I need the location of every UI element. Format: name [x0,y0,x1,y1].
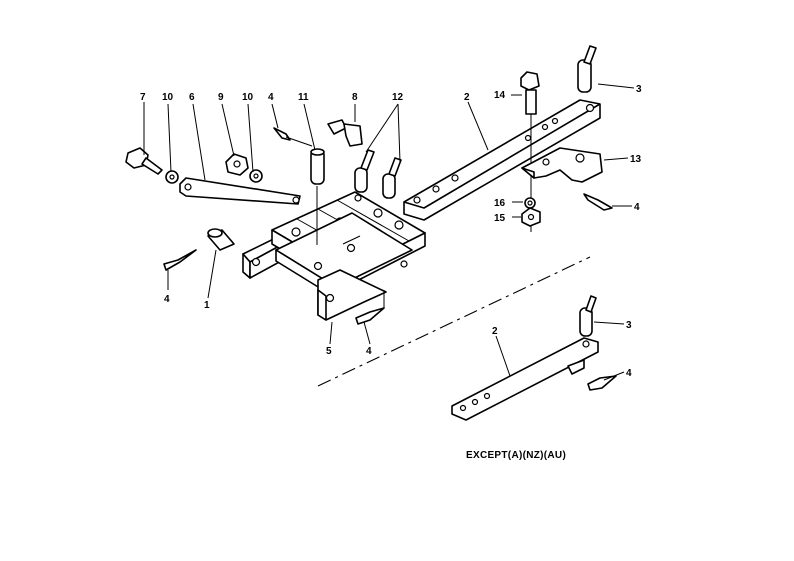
pin-11 [310,148,325,185]
pin-12-right [382,157,402,199]
callout-7: 7 [140,92,146,103]
callout-4: 4 [268,92,274,103]
callout-14: 14 [494,90,506,101]
leader-lines [143,83,635,381]
pin-3b [579,295,597,337]
lynch-clip-4b [583,193,613,211]
callout-3: 3 [636,84,642,95]
nut-9 [225,153,249,176]
callout-2: 2 [492,326,498,337]
callout-12: 12 [392,92,404,103]
bracket-13 [521,147,603,183]
link-bar [179,177,301,205]
lynch-clip-4a [273,127,291,141]
callout-15: 15 [494,213,506,224]
callout-4: 4 [634,202,640,213]
bolt-14 [520,71,540,115]
callout-4: 4 [626,368,632,379]
callout-4: 4 [366,346,372,357]
callout-9: 9 [218,92,224,103]
callout-8: 8 [352,92,358,103]
callout-5: 5 [326,346,332,357]
lynch-clip-4c [163,249,197,271]
pin-3a [577,45,597,93]
pin-1 [207,228,235,251]
callout-3: 3 [626,320,632,331]
lower-link-lower [451,337,599,421]
callout-4: 4 [164,294,170,305]
hitch-bracket [242,191,426,321]
callout-2: 2 [464,92,470,103]
nut-15 [521,207,541,227]
callout-16: 16 [494,198,506,209]
pin-12-left [354,149,375,193]
callout-1: 1 [204,300,210,311]
except-note: EXCEPT(A)(NZ)(AU) [466,450,566,461]
callout-13: 13 [630,154,642,165]
lynch-clip-4d [355,307,385,325]
bolt-8 [327,119,363,147]
lower-link-upper [403,99,601,221]
bolt-7 [125,147,163,175]
callout-10: 10 [242,92,254,103]
callout-10: 10 [162,92,174,103]
lynch-clip-4e [587,375,617,391]
callout-11: 11 [298,92,309,103]
section-divider-line [317,256,591,387]
callout-6: 6 [189,92,195,103]
